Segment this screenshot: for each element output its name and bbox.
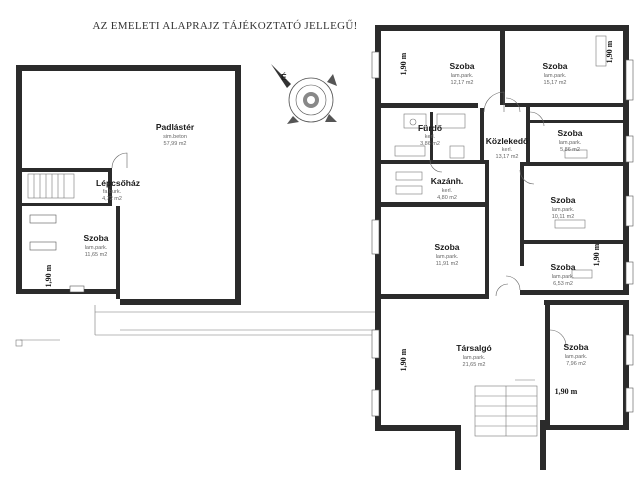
lepcsohaz-name: Lépcsőház	[96, 178, 140, 188]
kozlekedo-name: Közlekedő	[486, 136, 529, 146]
szoba-r3-area: 6,53 m2	[553, 281, 573, 287]
szoba-top2-floor: lam.park.	[544, 73, 567, 79]
szoba-r2-floor: lam.park.	[552, 207, 575, 213]
szoba-r3-name: Szoba	[550, 262, 575, 272]
szoba-br-area: 7,96 m2	[566, 361, 586, 367]
szoba-top1-name: Szoba	[449, 61, 474, 71]
tarsalgo-floor: lam.park.	[463, 355, 486, 361]
plan-title: AZ EMELETI ALAPRAJZ TÁJÉKOZTATÓ JELLEGŰ!	[92, 20, 357, 32]
szoba-mid-floor: lam.park.	[436, 254, 459, 260]
furdo-name: Fürdő	[418, 123, 442, 133]
padlaster-area: 57,99 m2	[164, 141, 187, 147]
compass-label: É	[281, 72, 287, 82]
watermark-text: zenga	[578, 454, 618, 470]
szoba-r1-name: Szoba	[557, 128, 582, 138]
left-building: Padlástér sim.beton 57,99 m2 Lépcsőház f…	[16, 65, 241, 305]
dim-1-90-r3: 1,90 m	[592, 243, 601, 266]
zenga-watermark: zenga	[558, 454, 618, 470]
szoba-left-name: Szoba	[83, 233, 108, 243]
szoba-left-area: 11,65 m2	[85, 252, 108, 258]
szoba-br-name: Szoba	[563, 342, 588, 352]
szoba-top2-name: Szoba	[542, 61, 567, 71]
lower-right-building: Társalgó lam.park. 21,65 m2 Szoba lam.pa…	[371, 299, 634, 470]
szoba-left-floor: lam.park.	[85, 245, 108, 251]
szoba-top1-floor: lam.park.	[451, 73, 474, 79]
dim-1-90-tarsalgo: 1,90 m	[399, 348, 408, 371]
szoba-r1-floor: lam.park.	[559, 140, 582, 146]
szoba-top2-area: 15,17 m2	[544, 80, 567, 86]
marker-square	[15, 339, 23, 347]
kozlekedo-area: 13,17 m2	[496, 154, 519, 160]
szoba-top1-area: 12,17 m2	[451, 80, 474, 86]
lepcsohaz-floor: fa burk.	[103, 189, 122, 195]
szoba-r2-area: 10,11 m2	[552, 214, 575, 220]
szoba-r2-name: Szoba	[550, 195, 575, 205]
tarsalgo-area: 21,65 m2	[463, 362, 486, 368]
lepcsohaz-area: 4,72 m2	[102, 196, 122, 202]
dim-1-90-br: 1,90 m	[555, 387, 578, 396]
furdo-area: 3,86 m2	[420, 141, 440, 147]
szoba-mid-name: Szoba	[434, 242, 459, 252]
padlaster-name: Padlástér	[156, 122, 195, 132]
right-building: Szoba lam.park. 12,17 m2 Szoba lam.park.…	[371, 25, 634, 299]
szoba-mid-area: 11,91 m2	[436, 261, 459, 267]
padlaster-floor: sim.beton	[163, 134, 187, 140]
kozlekedo-floor: kerl.	[502, 147, 513, 153]
tarsalgo-name: Társalgó	[456, 343, 491, 353]
dim-1-90-top-left: 1,90 m	[399, 52, 408, 75]
szoba-r1-area: 5,86 m2	[560, 147, 580, 153]
dim-1-90-top-right: 1,90 m	[605, 40, 614, 63]
connector-lines	[20, 305, 378, 341]
furdo-floor: kerl.	[425, 134, 436, 140]
kazanh-area: 4,80 m2	[437, 195, 457, 201]
dim-1-90-left: 1,90 m	[44, 264, 53, 287]
szoba-r3-floor: lam.park.	[552, 274, 575, 280]
compass: É	[271, 64, 337, 124]
szoba-br-floor: lam.park.	[565, 354, 588, 360]
kazanh-floor: kerl.	[442, 188, 453, 194]
kazanh-name: Kazánh.	[431, 176, 464, 186]
